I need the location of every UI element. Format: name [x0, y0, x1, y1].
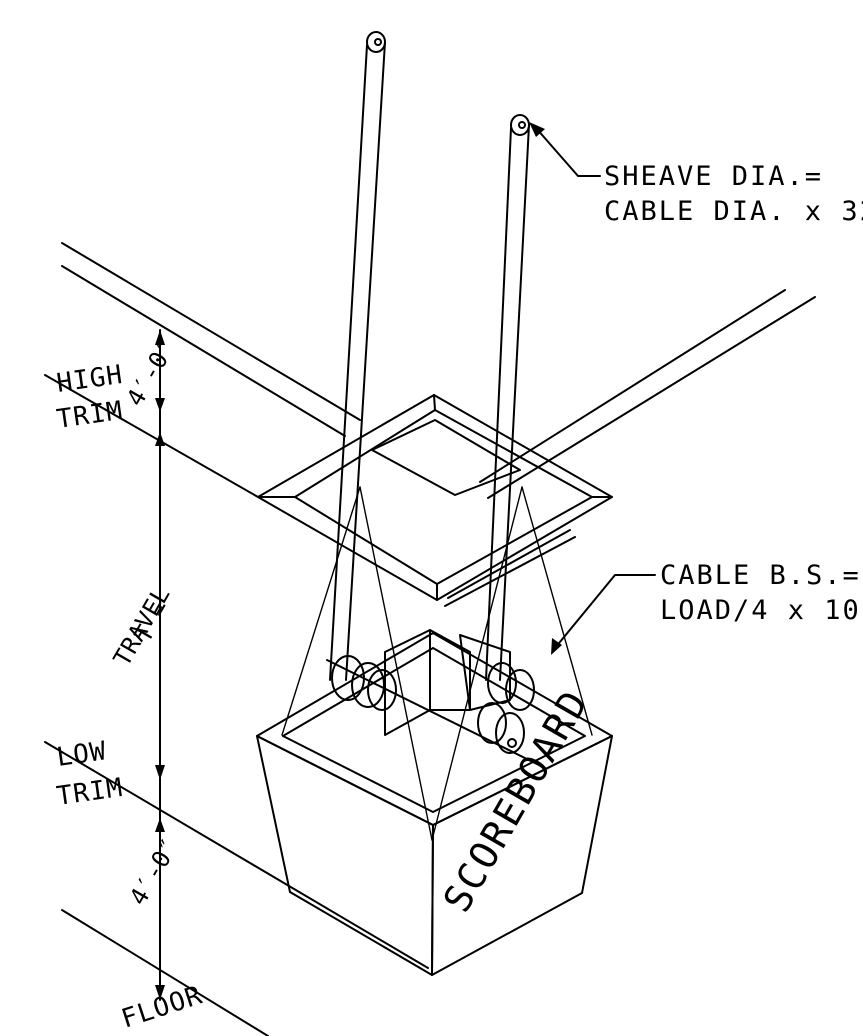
- high-trim-label: TRIM: [55, 396, 125, 435]
- ceiling-opening-frame: [257, 394, 613, 607]
- high-label: HIGH: [55, 360, 125, 399]
- cable-note-line2: LOAD/4 x 10: [660, 595, 861, 626]
- low-trim-label: TRIM: [55, 773, 125, 812]
- ceiling-beams: [61, 242, 816, 499]
- hoist-mechanism: [326, 629, 546, 769]
- sheave-note-line2: CABLE DIA. x 32: [604, 196, 863, 227]
- dim-bottom-label: 4′-0″: [124, 833, 184, 910]
- sheave-note-line1: SHEAVE DIA.=: [604, 161, 823, 192]
- sheave-left: [366, 31, 386, 53]
- cable-note-line1: CABLE B.S.=: [660, 560, 861, 591]
- dimension-line: [155, 329, 165, 1001]
- low-label: LOW: [55, 736, 109, 773]
- bridle-cables: [281, 486, 593, 841]
- travel-label: TRAVEL: [108, 582, 176, 671]
- leader-lines: [529, 122, 656, 655]
- sheave-right: [510, 114, 530, 136]
- lift-cables: [329, 41, 530, 681]
- scoreboard-label: SCOREBOARD: [435, 682, 597, 919]
- level-lines: [44, 374, 429, 1036]
- scoreboard-box: [256, 632, 613, 976]
- dim-top-label: 4′-0″: [121, 334, 181, 411]
